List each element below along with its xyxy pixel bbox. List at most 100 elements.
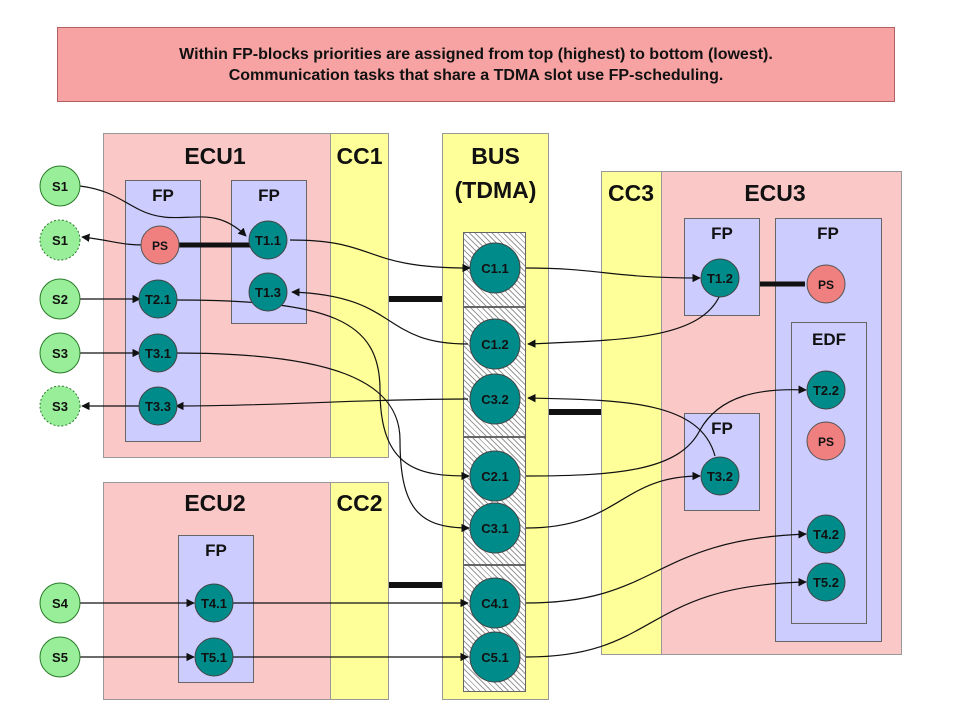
source-s3-in: S3 [39,332,81,374]
cc3-bus-link [549,409,601,415]
task-c3-2: C3.2 [469,373,521,425]
source-s2: S2 [39,278,81,320]
source-s3-out: S3 [39,385,81,427]
task-t5-2: T5.2 [806,562,846,602]
ecu1-fp-left-title: FP [152,186,174,205]
task-ps-ecu1: PS [140,225,180,265]
ecu3-fp-left-top-title: FP [711,224,733,243]
task-c5-1: C5.1 [469,631,521,683]
ecu3-fp-right-title: FP [817,224,839,243]
source-s1-in: S1 [39,165,81,207]
svg-text:T4.2: T4.2 [813,527,839,542]
task-ps-ecu3-edf: PS [806,421,846,461]
svg-text:C3.1: C3.1 [481,521,508,536]
task-t5-1: T5.1 [194,637,234,677]
svg-text:T2.1: T2.1 [145,292,171,307]
svg-text:T3.1: T3.1 [145,346,171,361]
conn-t21-c21 [174,299,470,481]
svg-text:T5.2: T5.2 [813,575,839,590]
svg-text:T2.2: T2.2 [813,383,839,398]
task-t3-3: T3.3 [138,386,178,426]
conn-c32-t33 [175,398,469,411]
cc2-title: CC2 [336,490,383,516]
cc3-block [601,171,662,655]
conn-t11-c11 [289,239,471,273]
task-t3-2: T3.2 [700,456,740,496]
svg-text:S2: S2 [52,292,68,307]
cc2-block [330,482,389,700]
task-t1-2: T1.2 [700,258,740,298]
source-s5: S5 [39,636,81,678]
conn-s1-t11 [79,185,247,237]
task-t1-1: T1.1 [248,220,288,260]
svg-text:PS: PS [818,435,834,449]
ecu2-title: ECU2 [184,490,246,516]
source-s1-out: S1 [39,219,81,261]
svg-text:S4: S4 [52,596,69,611]
task-t1-3: T1.3 [248,272,288,312]
bus-connectors [389,296,601,588]
task-t2-2: T2.2 [806,370,846,410]
svg-text:S5: S5 [52,650,68,665]
svg-text:S3: S3 [52,399,68,414]
tasks: PS T2.1 T3.1 T3.3 T1.1 T1.3 T4.1 T5.1 [138,220,846,683]
ecu2-fp-title: FP [205,541,227,560]
svg-text:T3.2: T3.2 [707,469,733,484]
info-banner: Within FP-blocks priorities are assigned… [57,27,895,102]
svg-text:C1.1: C1.1 [481,261,508,276]
conn-c41-t42 [525,530,807,604]
task-c4-1: C4.1 [469,577,521,629]
svg-text:C3.2: C3.2 [481,392,508,407]
task-t4-1: T4.1 [194,583,234,623]
banner-line-1: Within FP-blocks priorities are assigned… [179,45,773,63]
svg-text:C1.2: C1.2 [481,337,508,352]
svg-text:T4.1: T4.1 [201,596,227,611]
conn-ps-s1 [81,233,144,246]
conn-t12-c12 [527,294,721,348]
svg-text:T3.3: T3.3 [145,399,171,414]
svg-text:T1.2: T1.2 [707,271,733,286]
conn-c31-t32 [525,471,701,529]
task-t4-2: T4.2 [806,514,846,554]
cc1-block [330,133,389,458]
conn-c12-t13 [291,288,469,345]
bus-subtitle: (TDMA) [454,177,537,203]
task-t3-1: T3.1 [138,333,178,373]
svg-text:C4.1: C4.1 [481,596,508,611]
ps-links [178,242,805,287]
task-t2-1: T2.1 [138,279,178,319]
cc2-bus-link [389,582,442,588]
svg-text:S3: S3 [52,346,68,361]
svg-text:T1.1: T1.1 [255,233,281,248]
svg-text:C5.1: C5.1 [481,650,508,665]
source-s4: S4 [39,582,81,624]
task-c1-2: C1.2 [469,318,521,370]
conn-c21-t22 [525,385,807,477]
cc3-title: CC3 [607,180,654,206]
task-c1-1: C1.1 [469,242,521,294]
conn-t32-c32 [527,393,716,457]
svg-text:C2.1: C2.1 [481,469,508,484]
ecu1-fp-right-title: FP [258,186,280,205]
cc1-bus-link [389,296,442,302]
ecu3-fp-left-bottom-title: FP [711,419,733,438]
svg-text:S1: S1 [52,233,68,248]
ecu3-edf-title: EDF [812,330,846,349]
svg-text:S1: S1 [52,179,68,194]
svg-text:PS: PS [818,278,834,292]
svg-text:PS: PS [152,239,168,253]
task-c2-1: C2.1 [469,450,521,502]
task-ps-ecu3-top: PS [806,264,846,304]
sources: S1 S1 S2 S3 S3 S4 S5 [39,165,81,678]
banner-line-2: Communication tasks that share a TDMA sl… [228,66,724,84]
svg-text:T1.3: T1.3 [255,285,281,300]
ecu1-title: ECU1 [184,143,246,169]
task-c3-1: C3.1 [469,502,521,554]
ecu3-title: ECU3 [744,180,806,206]
bus-title: BUS [471,143,520,169]
svg-text:T5.1: T5.1 [201,650,227,665]
conn-c51-t52 [525,577,807,658]
conn-t31-c31 [174,352,470,533]
cc1-title: CC1 [336,143,383,169]
